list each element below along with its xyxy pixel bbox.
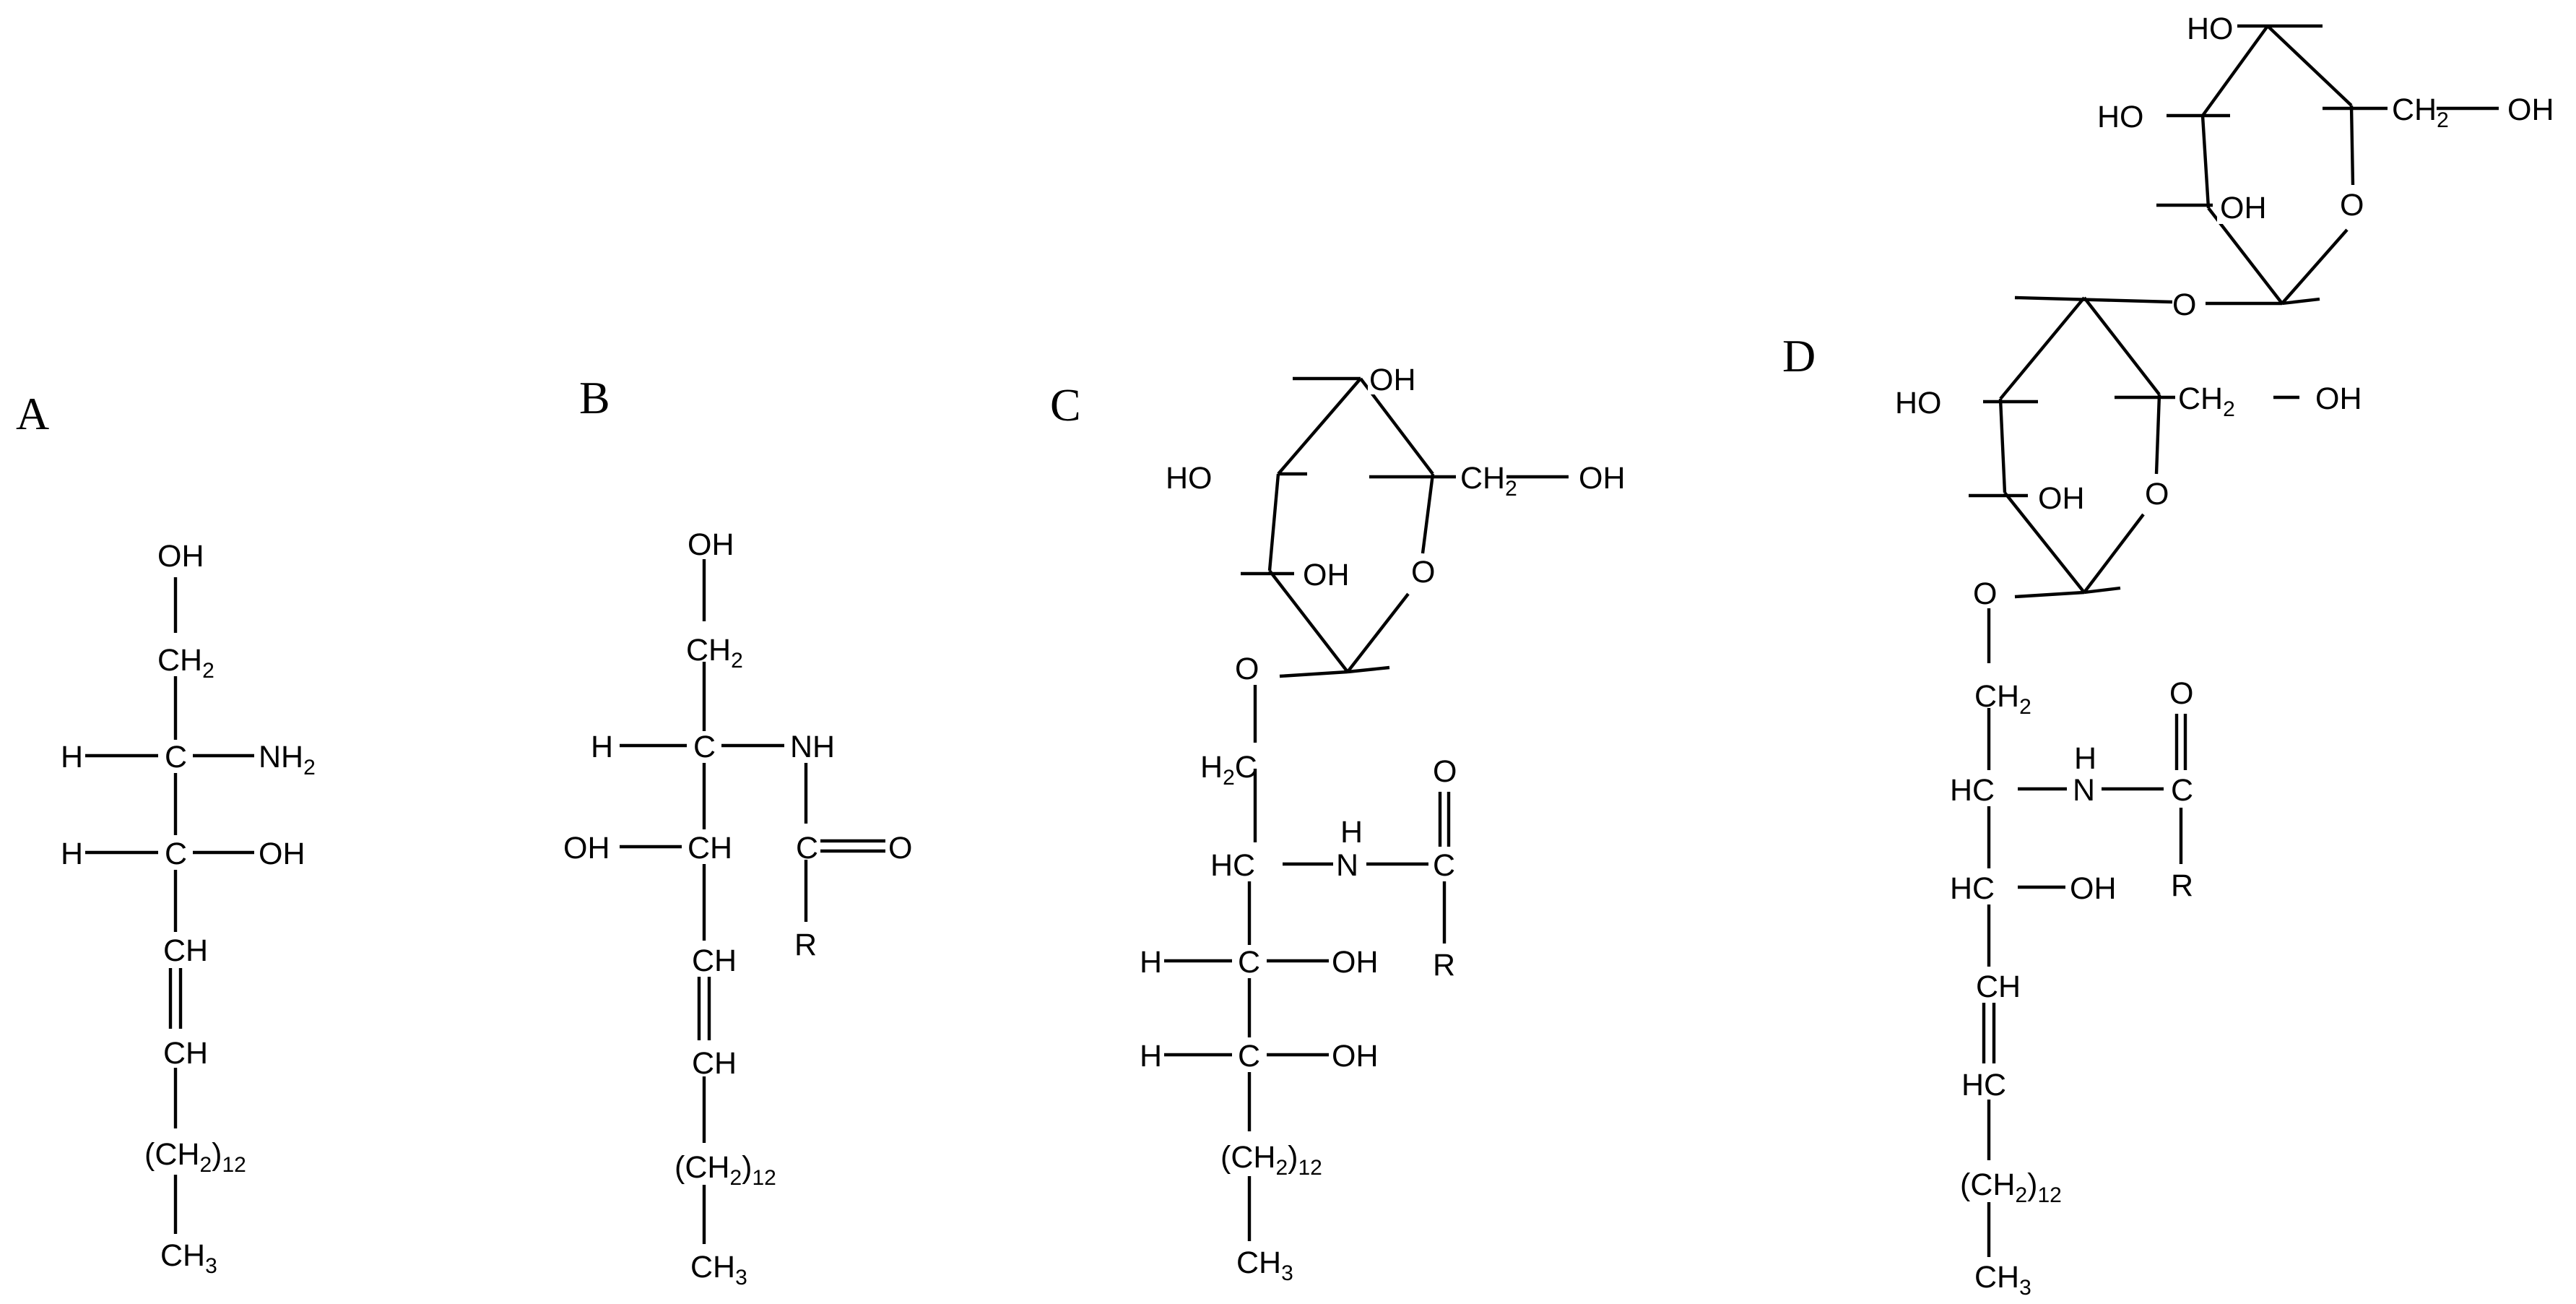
atom-c: C — [1238, 945, 1260, 980]
panel-a-sphingosine: A OH CH2 H C NH2 H C OH CH CH (CH2)12 CH… — [16, 388, 316, 1278]
atom-h: H — [1140, 1039, 1162, 1074]
atom-ch2: CH2 — [1974, 679, 2031, 719]
atom-o-glycosidic: O — [1235, 652, 1259, 686]
atom-oh: OH — [1369, 363, 1416, 397]
atom-hc: HC — [1961, 1068, 2006, 1102]
atom-nh: NH — [790, 730, 835, 764]
atom-ho: HO — [1166, 461, 1213, 496]
atom-h-nh: H — [2074, 741, 2096, 776]
panel-label-d: D — [1782, 330, 1816, 381]
atom-ch2: CH2 — [686, 633, 743, 673]
atom-ch2: CH2 — [157, 643, 214, 683]
atom-h: H — [61, 837, 83, 871]
atom-oh: OH — [1579, 461, 1626, 496]
atom-ch: CH — [1976, 970, 2021, 1004]
panel-label-a: A — [16, 388, 49, 439]
atom-ch2-chain: (CH2)12 — [675, 1150, 776, 1190]
atom-ch2: CH2 — [2178, 381, 2235, 421]
atom-oh: OH — [1303, 558, 1350, 592]
atom-c: C — [693, 730, 716, 764]
atom-oh: OH — [2220, 191, 2267, 225]
atom-ch3: CH3 — [160, 1238, 217, 1278]
atom-r: R — [1433, 948, 1455, 983]
atom-ch: CH — [688, 831, 732, 865]
atom-ch: CH — [163, 933, 208, 968]
atom-h: H — [61, 740, 83, 774]
panel-label-c: C — [1050, 379, 1081, 431]
atom-h: H — [1140, 945, 1162, 980]
atom-ch2-chain: (CH2)12 — [1220, 1140, 1322, 1180]
atom-oh: OH — [2507, 92, 2554, 127]
atom-hc: HC — [1950, 773, 1995, 808]
atom-oh: OH — [2315, 381, 2362, 416]
atom-ch3: CH3 — [1236, 1245, 1293, 1285]
atom-nh2: NH2 — [259, 740, 316, 780]
atom-ch3: CH3 — [1974, 1260, 2031, 1300]
atom-ch: CH — [692, 1046, 737, 1081]
atom-ch: CH — [692, 944, 737, 978]
atom-ho: HO — [1895, 386, 1942, 420]
atom-ho: HO — [2187, 12, 2234, 46]
glucose-ring — [1969, 296, 2299, 599]
atom-ch: CH — [163, 1036, 208, 1071]
atom-n: N — [1336, 848, 1358, 883]
atom-o: O — [888, 831, 912, 865]
atom-r: R — [2171, 868, 2193, 903]
atom-ho: HO — [2097, 100, 2144, 134]
atom-c: C — [165, 837, 187, 871]
panel-b-ceramide: B OH CH2 H C NH OH CH C O R CH CH (CH2)1… — [563, 372, 912, 1290]
atom-o-ring: O — [2340, 188, 2364, 223]
atom-ch2: CH2 — [2392, 92, 2449, 132]
atom-c: C — [796, 831, 818, 865]
atom-oh: OH — [688, 527, 734, 562]
atom-oh: OH — [259, 837, 305, 871]
atom-h: H — [591, 730, 613, 764]
atom-o-carbonyl: O — [1433, 754, 1457, 789]
atom-ch2-chain: (CH2)12 — [144, 1137, 246, 1177]
atom-oh: OH — [1332, 945, 1379, 980]
atom-r: R — [794, 928, 817, 962]
atom-oh: OH — [2038, 481, 2085, 516]
atom-ch2: CH2 — [1460, 461, 1517, 501]
atom-o-ring: O — [1411, 555, 1435, 590]
atom-o-glycosidic: O — [2172, 288, 2196, 322]
galactose-ring — [2156, 24, 2499, 306]
atom-oh: OH — [157, 539, 204, 574]
atom-oh: OH — [2070, 871, 2117, 906]
atom-oh: OH — [1332, 1039, 1379, 1074]
atom-ch2-chain: (CH2)12 — [1960, 1167, 2062, 1207]
panel-label-b: B — [579, 372, 610, 423]
atom-hc: HC — [1950, 871, 1995, 906]
atom-h-nh: H — [1340, 815, 1363, 850]
glucose-ring — [1241, 376, 1569, 678]
atom-o-carbonyl: O — [2169, 676, 2193, 711]
atom-o-glycosidic: O — [1973, 577, 1997, 611]
atom-h2c: H2C — [1200, 750, 1257, 790]
atom-c-carbonyl: C — [1433, 848, 1455, 883]
panel-d-lactosylceramide: D — [1782, 7, 2554, 1300]
atom-o-ring: O — [2145, 477, 2169, 511]
atom-ch3: CH3 — [690, 1250, 747, 1290]
atom-oh: OH — [563, 831, 610, 865]
atom-hc: HC — [1210, 848, 1255, 883]
atom-c: C — [1238, 1039, 1260, 1074]
atom-c: C — [165, 740, 187, 774]
panel-c-glucosylceramide: C OH — [1050, 358, 1626, 1285]
atom-c-carbonyl: C — [2171, 773, 2193, 808]
atom-n: N — [2073, 773, 2095, 808]
